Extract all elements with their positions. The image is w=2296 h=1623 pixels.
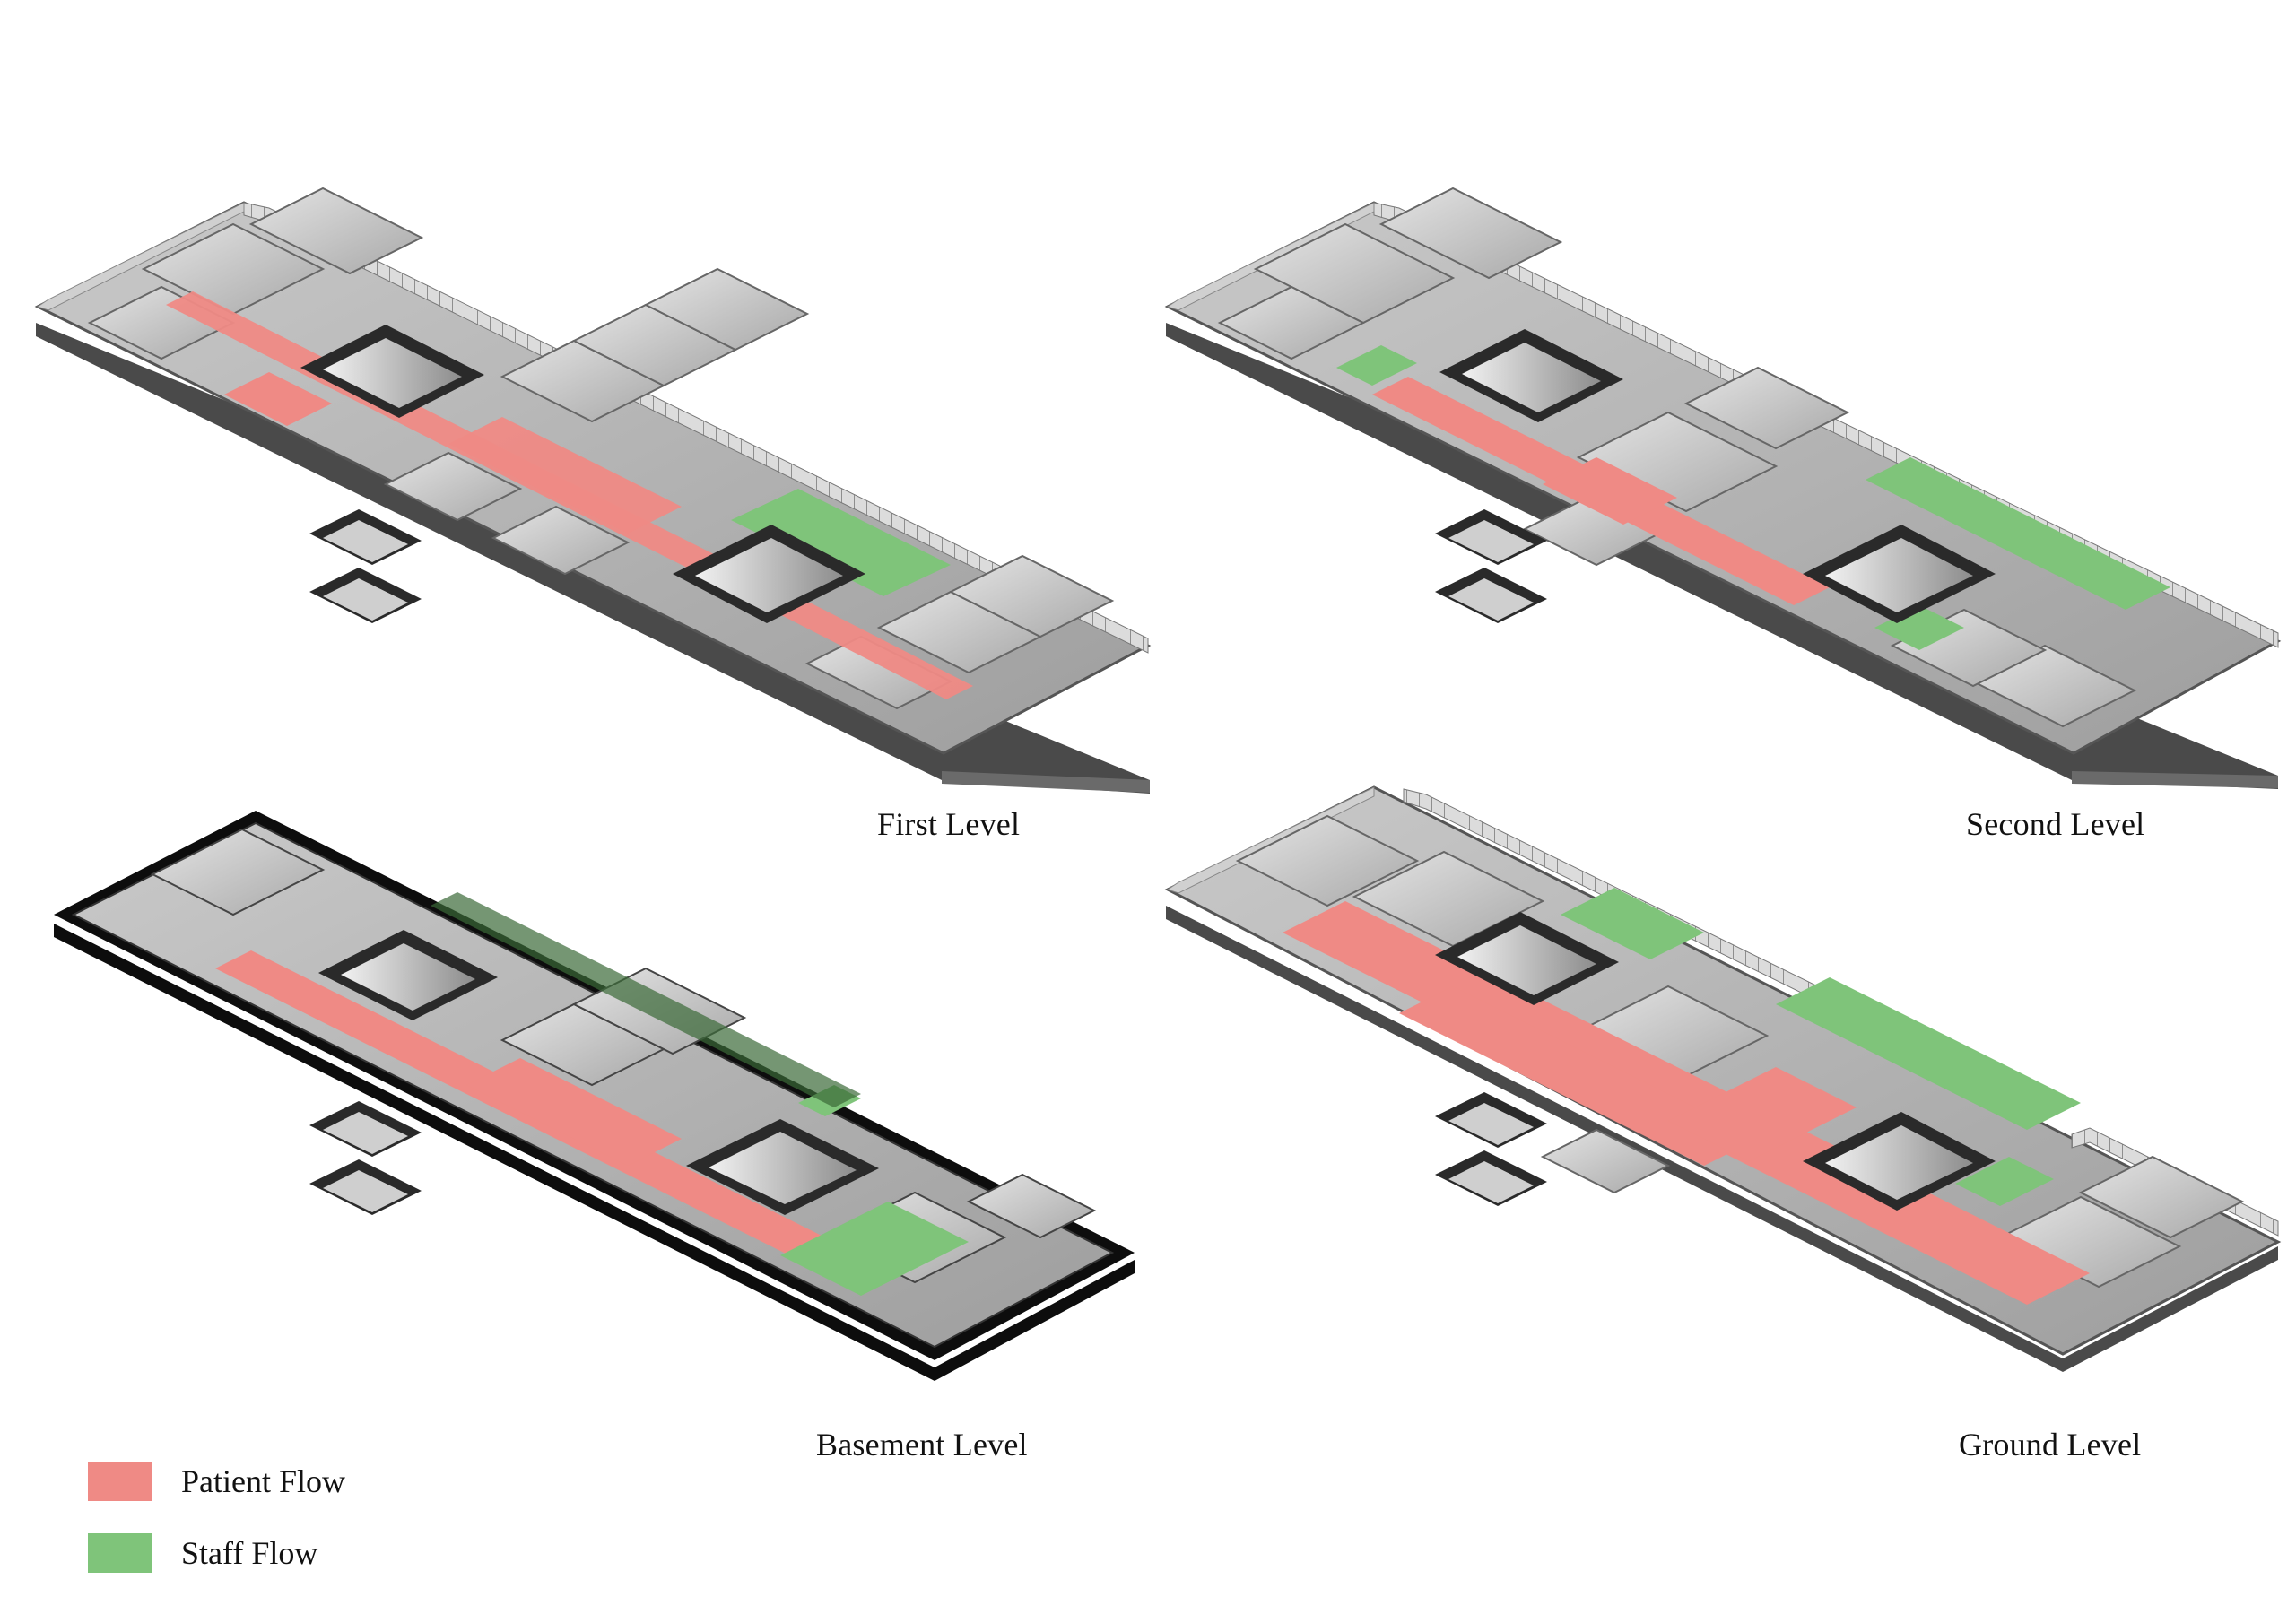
first-level-annex bbox=[309, 509, 422, 623]
second-level-core-2 bbox=[1803, 525, 1996, 623]
second-level-label: Second Level bbox=[1966, 806, 2145, 842]
second-level-core-1 bbox=[1439, 329, 1623, 422]
basement-level-core-2 bbox=[686, 1119, 879, 1215]
legend-item-patient-flow: Patient Flow bbox=[88, 1462, 345, 1501]
first-level-label: First Level bbox=[877, 806, 1021, 842]
second-level-rooms bbox=[1217, 187, 2137, 728]
ground-level-core-2 bbox=[1803, 1112, 1996, 1211]
basement-level-plan bbox=[54, 811, 1135, 1381]
first-level-railing bbox=[243, 202, 1149, 654]
staff-flow-label: Staff Flow bbox=[181, 1535, 318, 1571]
first-level-plan bbox=[34, 187, 1152, 794]
ground-level-core-1 bbox=[1435, 912, 1619, 1005]
first-level-staff-flow bbox=[731, 489, 951, 596]
basement-level-staff-flow bbox=[780, 1202, 969, 1296]
patient-flow-swatch bbox=[88, 1462, 152, 1501]
ground-level-annex bbox=[1435, 1092, 1547, 1206]
ground-level-label: Ground Level bbox=[1959, 1427, 2142, 1462]
first-level-core-1 bbox=[300, 325, 484, 418]
second-level-annex bbox=[1435, 509, 1547, 623]
first-level-core-2 bbox=[673, 525, 865, 623]
basement-level-label: Basement Level bbox=[816, 1427, 1028, 1462]
second-level-staff-flow bbox=[1336, 345, 1417, 386]
second-level-plan bbox=[1164, 187, 2282, 789]
patient-flow-label: Patient Flow bbox=[181, 1463, 346, 1499]
staff-flow-swatch bbox=[88, 1533, 152, 1573]
basement-level-core-1 bbox=[318, 930, 498, 1020]
ground-level-rooms bbox=[1235, 814, 2245, 1289]
basement-level-annex bbox=[309, 1101, 422, 1215]
first-level-patient-flow-hub bbox=[448, 417, 682, 534]
ground-level-staff-flow bbox=[1561, 888, 1704, 959]
ground-level-plan bbox=[1164, 785, 2282, 1372]
legend-item-staff-flow: Staff Flow bbox=[88, 1533, 317, 1573]
